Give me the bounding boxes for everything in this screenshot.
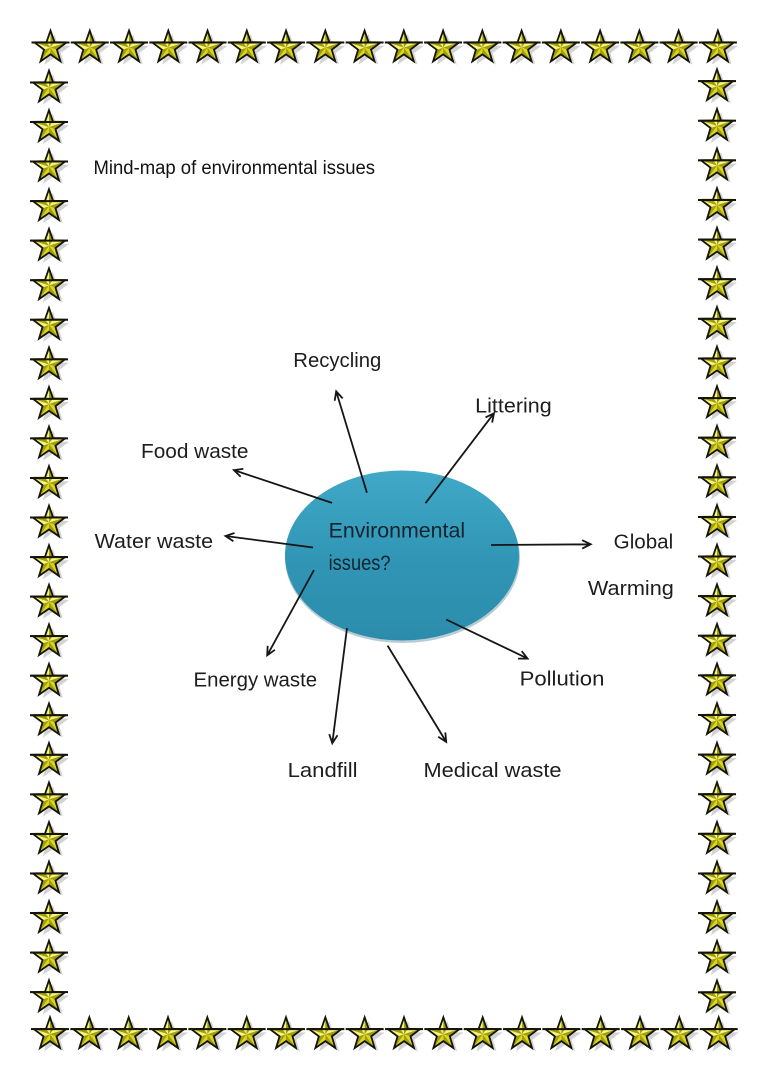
svg-text:Water waste: Water waste (95, 531, 214, 553)
svg-text:Recycling: Recycling (293, 350, 381, 372)
svg-text:Pollution: Pollution (520, 668, 605, 690)
svg-text:Warming: Warming (588, 578, 674, 600)
svg-text:Food waste: Food waste (141, 441, 249, 463)
svg-text:Medical waste: Medical waste (424, 760, 562, 782)
svg-text:Mind-map of environmental issu: Mind-map of environmental issues (94, 158, 376, 179)
svg-text:Environmental: Environmental (329, 520, 466, 543)
svg-text:Global: Global (614, 532, 674, 554)
svg-text:Energy waste: Energy waste (194, 669, 318, 691)
svg-text:Littering: Littering (475, 396, 552, 418)
svg-text:issues?: issues? (329, 552, 391, 575)
svg-text:Landfill: Landfill (288, 760, 358, 782)
